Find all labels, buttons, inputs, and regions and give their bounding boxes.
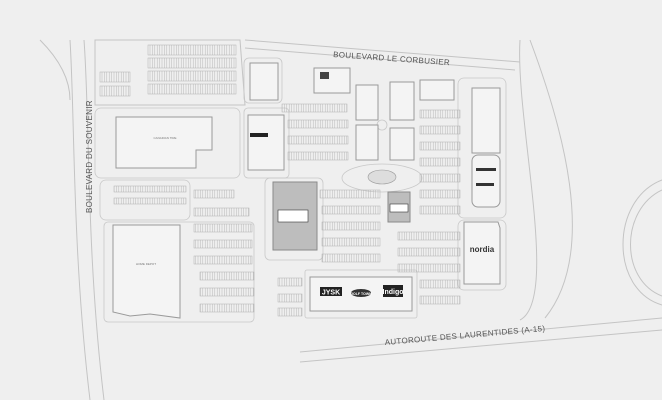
building-north-east[interactable] (419, 79, 455, 101)
parking-row (147, 57, 237, 69)
road-northwest-curve (39, 39, 71, 101)
road-label-south: AUTOROUTE DES LAURENTIDES (A-15) (384, 324, 545, 347)
road-east-loop-1 (622, 179, 662, 306)
lot-outline (94, 107, 241, 179)
jysk-logo: JYSK (322, 290, 340, 297)
parking-row (419, 125, 461, 135)
tenant-sign (389, 203, 409, 213)
parking-row (193, 207, 250, 217)
parking-row (321, 253, 381, 263)
road-east-ramp-2 (529, 39, 573, 319)
road-label-north: BOULEVARD LE CORBUSIER (333, 50, 450, 67)
parking-row (321, 221, 381, 231)
home-depot-label: HOME DEPOT (136, 262, 156, 266)
parking-row (147, 83, 237, 95)
golf-town-store[interactable]: GOLF TOWN (350, 289, 372, 297)
parking-row (193, 189, 235, 199)
parking-row (419, 295, 461, 305)
building-center-east-1[interactable] (389, 81, 415, 121)
parking-row (113, 197, 187, 205)
parking-row (287, 135, 349, 145)
nordia-building[interactable]: nordia (463, 221, 501, 285)
parking-row (193, 239, 253, 249)
parking-row (193, 223, 253, 233)
tenant-logo-west-pad (250, 133, 268, 137)
road-west-edge-1 (69, 39, 91, 400)
lot-outline (304, 269, 418, 319)
parking-row (281, 103, 348, 113)
parking-row (397, 231, 461, 241)
road-south-edge-1 (299, 317, 662, 353)
canadian-tire-label: CANADIAN TIRE (153, 136, 176, 140)
parking-row (277, 277, 303, 287)
parking-row (147, 70, 237, 82)
road-label-west: BOULEVARD DU SOUVENIR (85, 100, 94, 213)
building-center-east-2[interactable] (389, 127, 415, 161)
parking-row (277, 293, 303, 303)
parking-row (199, 303, 255, 313)
parking-row (321, 237, 381, 247)
gray-anchor-building[interactable] (272, 181, 318, 251)
parking-row (419, 141, 461, 151)
parking-row (99, 85, 131, 97)
parking-row (419, 157, 461, 167)
parking-rows (99, 44, 461, 317)
nordia-logo: nordia (470, 245, 495, 254)
building-west-pad[interactable] (247, 114, 285, 171)
parking-row (287, 119, 349, 129)
gray-small-building[interactable] (387, 191, 411, 223)
parking-row (319, 189, 381, 199)
parking-row (419, 189, 461, 199)
roads (39, 39, 662, 400)
building-east-strip[interactable] (471, 87, 501, 154)
parking-row (419, 279, 461, 289)
north-parking-outline (94, 39, 246, 106)
building-top[interactable] (313, 67, 351, 94)
lot-outline (243, 57, 283, 104)
building-east-strip-2[interactable] (471, 154, 501, 208)
parking-row (419, 205, 461, 215)
road-east-ramp-1 (519, 39, 538, 321)
indigo-logo: Indigo (383, 289, 404, 296)
parking-row (321, 205, 381, 215)
parking-row (397, 247, 461, 257)
jysk-store[interactable]: JYSK (320, 287, 342, 297)
parking-row (419, 173, 461, 183)
road-east-loop-2 (630, 189, 662, 297)
golf-town-logo: GOLF TOWN (350, 292, 372, 296)
strip-mall-south[interactable]: JYSK GOLF TOWN Indigo (309, 276, 413, 312)
parking-row (287, 151, 349, 161)
road-south-edge-2 (299, 329, 662, 363)
lot-outline (99, 179, 191, 221)
parking-row (277, 307, 303, 317)
tenant-logo-top (320, 72, 329, 79)
home-depot-building[interactable]: HOME DEPOT (112, 224, 181, 319)
parking-row (99, 71, 131, 83)
parking-row (419, 109, 461, 119)
parking-row (397, 263, 461, 273)
building-center-west-1[interactable] (355, 84, 379, 121)
parking-row (199, 271, 255, 281)
lot-outline (264, 177, 324, 261)
canadian-tire-building[interactable]: CANADIAN TIRE (115, 116, 213, 169)
road-north-edge-2 (244, 47, 516, 71)
parking-row (199, 287, 255, 297)
parking-row (193, 255, 253, 265)
building-center-west-2[interactable] (355, 124, 379, 161)
tenant-sign (277, 209, 309, 223)
tenant-logo-east-1 (476, 168, 496, 171)
road-north-edge-1 (244, 39, 521, 63)
building-north-west[interactable] (249, 62, 279, 101)
road-west-edge-2 (83, 39, 105, 400)
parking-row (113, 185, 187, 193)
tenant-logo-east-2 (476, 183, 494, 186)
central-plaza (367, 169, 397, 185)
indigo-store[interactable]: Indigo (383, 285, 404, 297)
parking-row (147, 44, 237, 56)
